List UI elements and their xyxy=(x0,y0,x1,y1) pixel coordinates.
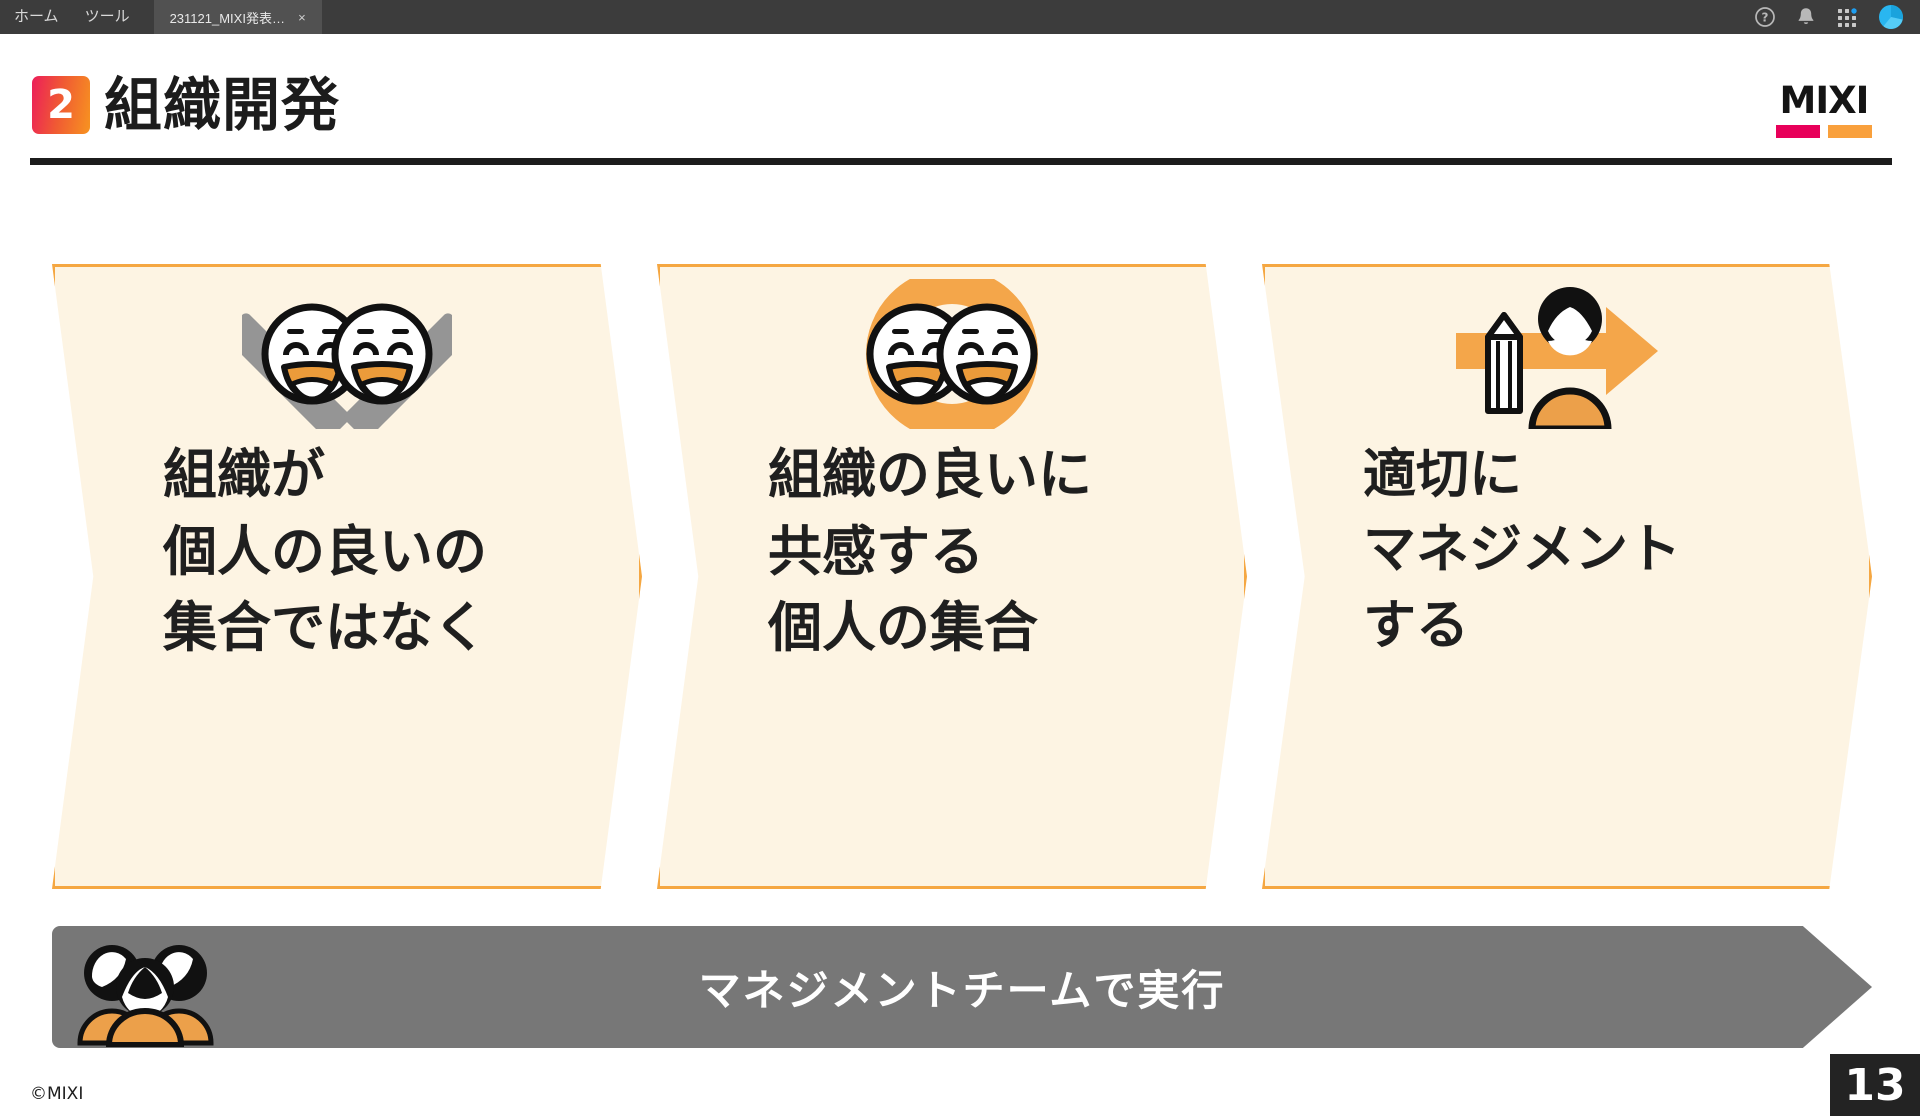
section-number-badge: 2 xyxy=(32,76,90,134)
avatar-icon[interactable] xyxy=(1878,4,1904,30)
mixi-bar-orange xyxy=(1828,125,1872,138)
chevron-step-2: 組織の良いに 共感する 個人の集合 xyxy=(657,264,1247,889)
tab-strip: 231121_MIXI発表… × xyxy=(153,0,322,34)
slide-canvas: 2 組織開発 MIXI xyxy=(0,34,1920,1116)
chevron-flow: 組織が 個人の良いの 集合ではなく xyxy=(52,264,1872,889)
menu-tools[interactable]: ツール xyxy=(84,8,130,25)
chevron-step-1: 組織が 個人の良いの 集合ではなく xyxy=(52,264,642,889)
chevron-2-text: 組織の良いに 共感する 個人の集合 xyxy=(768,443,1092,660)
chrome-menu: ホーム ツール xyxy=(0,0,130,34)
chevron-2-icon-wrap xyxy=(660,267,1244,440)
help-icon[interactable]: ? xyxy=(1754,6,1776,28)
active-document-tab[interactable]: 231121_MIXI発表… × xyxy=(153,0,322,34)
page-title: 組織開発 xyxy=(104,71,341,139)
mixi-logo-bars xyxy=(1768,125,1880,138)
mixi-logo: MIXI xyxy=(1768,82,1880,138)
mixi-wordmark: MIXI xyxy=(1779,79,1870,122)
bell-icon[interactable] xyxy=(1796,6,1816,28)
three-people-icon xyxy=(60,932,228,1050)
bottom-bar-label: マネジメントチームで実行 xyxy=(698,965,1226,1015)
page-number: 13 xyxy=(1844,1059,1906,1111)
slide-header: 2 組織開発 MIXI xyxy=(0,48,1920,158)
svg-text:?: ? xyxy=(1762,11,1769,25)
app-chrome-bar: ホーム ツール 231121_MIXI発表… × ? xyxy=(0,0,1920,34)
apps-grid-icon[interactable] xyxy=(1836,6,1858,28)
chevron-3-icon-wrap xyxy=(1265,267,1869,437)
person-pencil-arrow-icon xyxy=(1452,279,1682,434)
tab-title: 231121_MIXI発表… xyxy=(169,10,285,26)
two-faces-with-ring-icon xyxy=(847,267,1057,440)
chrome-right-icons: ? xyxy=(1754,0,1920,34)
chevron-3-text: 適切に マネジメント する xyxy=(1363,444,1681,656)
chevron-1-icon-wrap xyxy=(55,267,639,439)
two-faces-with-x-icon xyxy=(224,279,470,439)
mixi-bar-pink xyxy=(1776,125,1820,138)
header-divider xyxy=(30,158,1892,165)
page-number-badge: 13 xyxy=(1830,1054,1920,1116)
close-icon[interactable]: × xyxy=(298,9,306,25)
bottom-summary-bar: マネジメントチームで実行 xyxy=(52,926,1872,1048)
chevron-step-3: 適切に マネジメント する xyxy=(1262,264,1872,889)
chevron-1-text: 組織が 個人の良いの 集合ではなく xyxy=(163,443,487,660)
copyright-text: ©MIXI xyxy=(30,1084,84,1104)
menu-home[interactable]: ホーム xyxy=(14,8,59,25)
